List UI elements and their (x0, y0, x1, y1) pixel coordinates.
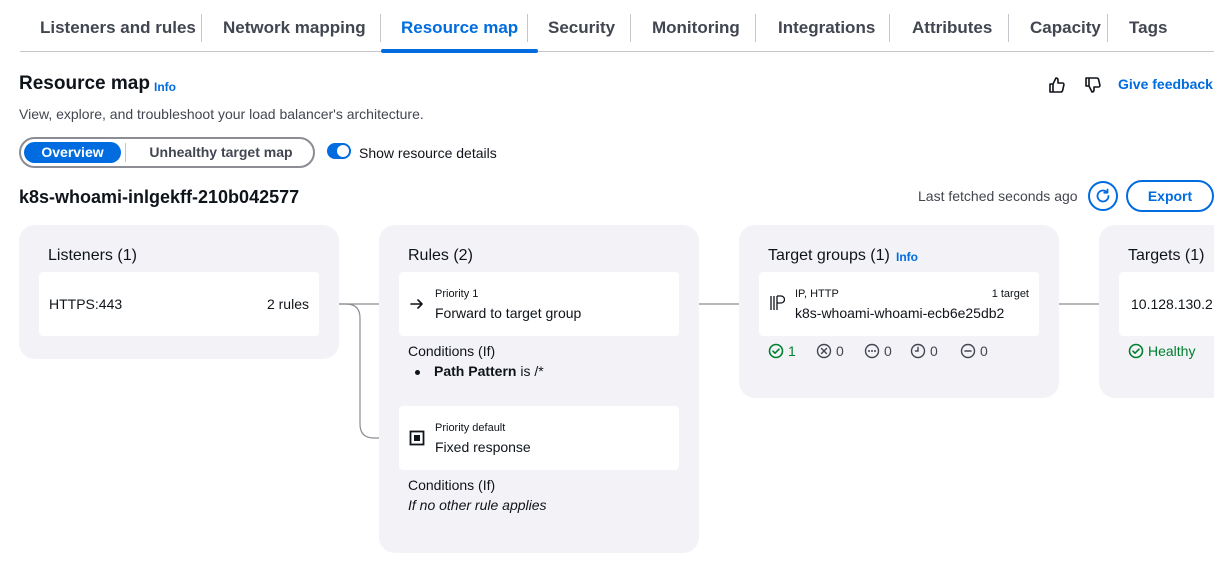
fixed-response-icon (409, 430, 425, 446)
tab-bar: Listeners and rules Network mapping Reso… (20, 0, 1214, 53)
condition-operator: is /* (520, 363, 544, 379)
tab-separator (630, 14, 631, 42)
initial-count: 0 (930, 343, 938, 359)
rule-action: Fixed response (435, 439, 531, 455)
target-groups-title: Target groups (1) (768, 247, 890, 264)
unhealthy-status: 0 (816, 343, 844, 359)
target-group-type: IP, HTTP (795, 288, 839, 300)
rule-condition-text: If no other rule applies (408, 497, 547, 513)
tab-security[interactable]: Security (548, 18, 616, 37)
rule-conditions-label: Conditions (If) (408, 477, 496, 493)
target-group-count: 1 target (991, 288, 1029, 300)
target-health: Healthy (1148, 343, 1196, 359)
initial-status: 0 (910, 343, 938, 359)
check-circle-icon (768, 343, 784, 359)
show-resource-details-label: Show resource details (359, 145, 497, 161)
give-feedback-link[interactable]: Give feedback (1118, 76, 1213, 92)
rule-action: Forward to target group (435, 305, 582, 321)
tab-integrations[interactable]: Integrations (778, 18, 876, 37)
show-resource-details-toggle[interactable] (327, 143, 351, 159)
unhealthy-count: 0 (836, 343, 844, 359)
healthy-status: 1 (768, 343, 796, 359)
target-health-status: Healthy (1128, 343, 1195, 359)
export-button[interactable]: Export (1126, 180, 1214, 212)
thumbs-up-icon[interactable] (1048, 76, 1066, 94)
tab-tags[interactable]: Tags (1129, 18, 1168, 37)
segment-divider (125, 143, 126, 162)
tab-separator (201, 14, 202, 42)
tab-resource-map[interactable]: Resource map (380, 0, 539, 53)
tab-separator (1107, 14, 1108, 42)
tab-separator (380, 14, 381, 42)
clock-icon (910, 343, 926, 359)
view-segmented-control: Overview Unhealthy target map (19, 137, 315, 168)
listeners-panel: Listeners (1) HTTPS:443 2 rules (19, 225, 339, 359)
listener-card[interactable]: HTTPS:443 2 rules (39, 272, 319, 336)
target-card[interactable]: 10.128.130.2 (1119, 272, 1214, 336)
unhealthy-target-map-segment[interactable]: Unhealthy target map (149, 144, 293, 160)
ellipsis-circle-icon (864, 343, 880, 359)
condition-key: Path Pattern (434, 363, 517, 379)
listener-rule2-connector (319, 303, 400, 439)
draining-status: 0 (960, 343, 988, 359)
tab-monitoring[interactable]: Monitoring (652, 18, 740, 37)
arrow-right-icon (410, 299, 423, 309)
refresh-button[interactable] (1088, 181, 1118, 211)
load-balancer-name: k8s-whoami-inlgekff-210b042577 (19, 187, 300, 207)
rule-priority: Priority default (435, 422, 506, 434)
overview-segment[interactable]: Overview (24, 142, 121, 163)
targets-panel: Targets (1) 10.128.130.2 Healthy (1099, 225, 1214, 398)
target-address: 10.128.130.2 (1131, 296, 1213, 312)
rule-conditions-label: Conditions (If) (408, 343, 496, 359)
tab-separator (755, 14, 756, 42)
tab-separator (889, 14, 890, 42)
rules-panel: Rules (2) Priority 1 Forward to target g… (379, 225, 699, 553)
tab-separator (1008, 14, 1009, 42)
thumbs-down-icon[interactable] (1084, 76, 1102, 94)
tab-network-mapping[interactable]: Network mapping (223, 18, 366, 37)
listeners-title: Listeners (1) (48, 247, 137, 264)
bullet-icon (415, 369, 420, 375)
x-circle-icon (816, 343, 832, 359)
rule-card-priority-1[interactable]: Priority 1 Forward to target group (399, 272, 679, 336)
info-link[interactable]: Info (154, 80, 176, 94)
ip-icon (770, 295, 785, 310)
listener-protocol: HTTPS:443 (49, 296, 123, 312)
target-group-name: k8s-whoami-whoami-ecb6e25db2 (795, 305, 1005, 321)
listener-rules-count: 2 rules (266, 296, 309, 312)
tab-capacity[interactable]: Capacity (1030, 18, 1101, 37)
tab-separator (527, 14, 528, 42)
healthy-count: 1 (788, 343, 796, 359)
target-group-card[interactable]: IP, HTTP 1 target k8s-whoami-whoami-ecb6… (759, 272, 1039, 336)
tab-attributes[interactable]: Attributes (912, 18, 993, 37)
page-description: View, explore, and troubleshoot your loa… (19, 106, 424, 122)
tab-listeners-and-rules[interactable]: Listeners and rules (40, 18, 196, 37)
rules-title: Rules (2) (408, 247, 473, 264)
last-fetched-text: Last fetched seconds ago (918, 188, 1078, 204)
rule-card-priority-default[interactable]: Priority default Fixed response (399, 406, 679, 470)
minus-circle-icon (960, 343, 976, 359)
target-groups-info-link[interactable]: Info (896, 250, 918, 264)
unused-status: 0 (864, 343, 892, 359)
rule-priority: Priority 1 (435, 288, 479, 300)
target-groups-panel: Target groups (1) Info IP, HTTP 1 target… (739, 225, 1059, 398)
rule-condition: Path Pattern is /* (415, 363, 544, 379)
refresh-icon (1096, 188, 1110, 203)
draining-count: 0 (980, 343, 988, 359)
targets-title: Targets (1) (1128, 247, 1205, 264)
unused-count: 0 (884, 343, 892, 359)
page-title: Resource map (19, 73, 150, 94)
check-circle-icon (1128, 343, 1144, 359)
